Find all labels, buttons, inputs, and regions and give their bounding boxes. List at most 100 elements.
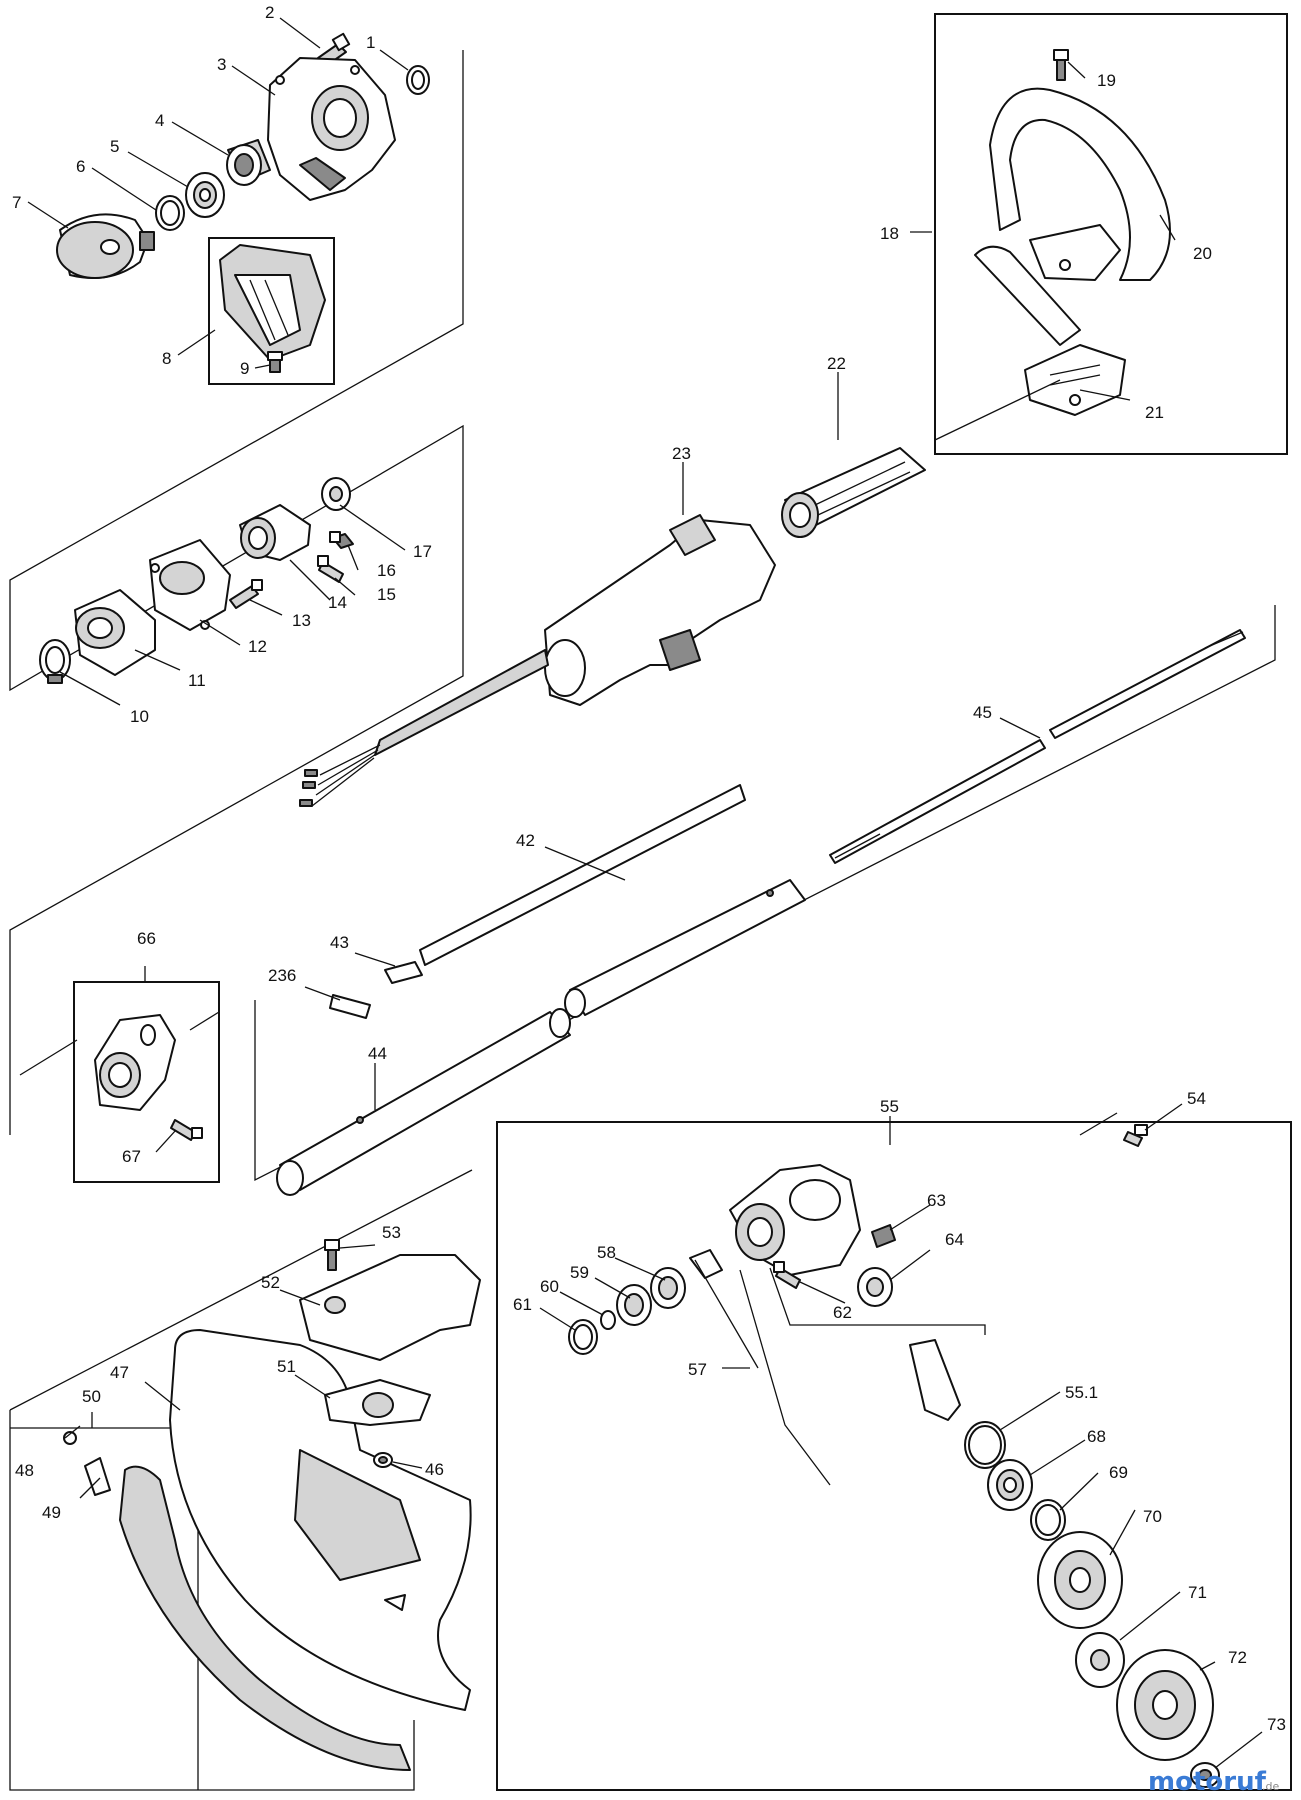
cable (299, 649, 549, 807)
callout-53: 53 (382, 1223, 401, 1242)
bolt-63 (871, 1224, 896, 1248)
clamp-parts (94, 1014, 203, 1141)
receiver-70 (1037, 1531, 1123, 1629)
callout-14: 14 (328, 593, 347, 612)
callout-49: 49 (42, 1503, 61, 1522)
nut-73 (1190, 1762, 1220, 1788)
callout-73: 73 (1267, 1715, 1286, 1734)
guard-47 (169, 1329, 472, 1711)
snap-ring-1 (406, 65, 430, 95)
gear-head-parts (568, 1124, 1220, 1788)
clamp-14 (239, 504, 311, 561)
ring-10 (39, 639, 71, 684)
callout-68: 68 (1087, 1427, 1106, 1446)
callout-57: 57 (688, 1360, 707, 1379)
handle-group-box (934, 13, 1288, 455)
leader-lines (19, 17, 1263, 1769)
sticker-43 (384, 961, 423, 984)
callout-67: 67 (122, 1147, 141, 1166)
callout-52: 52 (261, 1273, 280, 1292)
clamp-group-box (73, 981, 220, 1183)
callout-17: 17 (413, 542, 432, 561)
callout-23: 23 (672, 444, 691, 463)
callout-54: 54 (1187, 1089, 1206, 1108)
label-sticker-42 (419, 784, 746, 966)
callout-48: 48 (15, 1461, 34, 1480)
sticker-236 (329, 994, 371, 1019)
grip-22 (781, 447, 926, 538)
washer-64 (857, 1267, 893, 1307)
callout-44: 44 (368, 1044, 387, 1063)
cover-group-box (208, 237, 335, 385)
callout-55-1: 55.1 (1065, 1383, 1098, 1402)
callout-43: 43 (330, 933, 349, 952)
clamp-51 (324, 1379, 431, 1426)
nut-46 (373, 1452, 393, 1468)
callout-11: 11 (188, 671, 206, 690)
screw-48 (63, 1431, 77, 1445)
bearing-58 (650, 1267, 686, 1309)
callout-46: 46 (425, 1460, 444, 1479)
group-outlines (9, 13, 1292, 1791)
callout-45: 45 (973, 703, 992, 722)
callout-58: 58 (597, 1243, 616, 1262)
callout-70: 70 (1143, 1507, 1162, 1526)
callout-50: 50 (82, 1387, 101, 1406)
callout-71: 71 (1188, 1583, 1207, 1602)
cable-parts (39, 477, 354, 684)
pipe-44 (276, 1008, 571, 1196)
bearing-68 (987, 1459, 1033, 1511)
callout-59: 59 (570, 1263, 589, 1282)
screw-9 (267, 351, 283, 373)
callout-72: 72 (1228, 1648, 1247, 1667)
bolt-19 (1053, 49, 1069, 81)
nut-16 (329, 531, 354, 549)
callouts: 1 2 3 4 5 6 7 8 9 10 11 12 13 14 15 16 1… (12, 3, 1286, 1734)
callout-2: 2 (265, 3, 274, 22)
callout-51: 51 (277, 1357, 296, 1376)
bearing-59 (616, 1284, 652, 1326)
gear-case-55 (729, 1164, 861, 1276)
callout-18: 18 (880, 224, 899, 243)
upper-pipe (564, 879, 806, 1018)
callout-21: 21 (1145, 403, 1164, 422)
callout-5: 5 (110, 137, 119, 156)
callout-47: 47 (110, 1363, 129, 1382)
snap-ring-61 (568, 1319, 598, 1355)
cover-52 (299, 1254, 481, 1361)
callout-4: 4 (155, 111, 164, 130)
callout-236: 236 (268, 966, 296, 985)
lever (974, 245, 1081, 346)
callout-9: 9 (240, 359, 249, 378)
callout-64: 64 (945, 1230, 964, 1249)
clutch-housing-3 (267, 57, 396, 201)
callout-62: 62 (833, 1303, 852, 1322)
callout-42: 42 (516, 831, 535, 850)
callout-12: 12 (248, 637, 267, 656)
o-ring-55-1 (964, 1421, 1006, 1469)
clutch-drum-7 (56, 213, 155, 279)
callout-19: 19 (1097, 71, 1116, 90)
bolt-54 (1123, 1124, 1148, 1147)
callout-7: 7 (12, 193, 21, 212)
snap-ring-69 (1030, 1499, 1066, 1541)
cover-8 (219, 244, 326, 361)
drive-shaft-45 (829, 629, 1246, 864)
screw-62 (773, 1261, 801, 1289)
callout-13: 13 (292, 611, 311, 630)
clamp-66 (94, 1014, 176, 1111)
cutter-50 (84, 1457, 111, 1496)
callout-60: 60 (540, 1277, 559, 1296)
washer-60 (600, 1310, 616, 1330)
screw-13 (229, 579, 263, 609)
callout-8: 8 (162, 349, 171, 368)
watermark: motoruf .de (1148, 1767, 1279, 1797)
gear-head-group-box (496, 1121, 1292, 1791)
snap-ring-6 (155, 195, 185, 231)
bearing-5 (185, 172, 225, 218)
clamp-21 (1024, 344, 1126, 416)
callout-16: 16 (377, 561, 396, 580)
handle-bracket (1029, 224, 1121, 281)
clutch-parts (56, 32, 430, 373)
callout-20: 20 (1193, 244, 1212, 263)
